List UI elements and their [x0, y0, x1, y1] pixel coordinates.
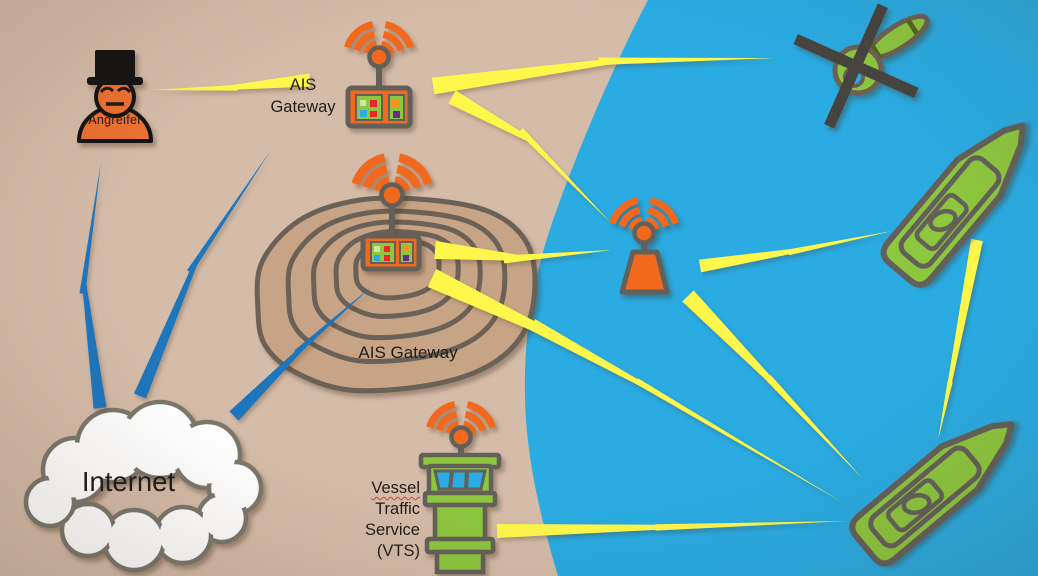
antenna-ball-icon [367, 45, 391, 69]
waves-vts-icon [426, 401, 496, 435]
internet-cloud [23, 399, 264, 573]
buoy-body [619, 249, 670, 295]
link-internet-ais-gateway-rooftop [134, 150, 271, 399]
antenna-ball-icon [379, 182, 405, 208]
gateway-hill-label: AIS Gateway [358, 343, 458, 362]
link-internet-ais-gateway-hill [229, 286, 372, 421]
attacker-label: Angreifer [88, 113, 142, 127]
link-ais-gateway-rooftop-attacker [152, 73, 311, 91]
waves-buoy-icon [609, 197, 679, 231]
link-internet-attacker [79, 162, 107, 409]
antenna-mast [389, 204, 395, 238]
island-contour [311, 219, 483, 341]
antenna-ball-icon [632, 221, 656, 245]
ais-gateway-hill [360, 182, 422, 272]
attacker-eyes [99, 86, 132, 94]
helicopter [793, 3, 930, 129]
link-buoy-ship-south [682, 290, 862, 478]
link-ship-north-ship-south [938, 238, 983, 440]
antenna-mast [641, 241, 647, 254]
vts-label: Vessel Traffic Service (VTS) [364, 479, 420, 560]
antenna-mast [376, 62, 382, 90]
internet-label: Internet [81, 466, 176, 497]
attacker [77, 50, 153, 143]
link-ais-gateway-hill-ship-south [427, 269, 842, 502]
antenna-mast [458, 444, 464, 458]
radio-waves-layer [344, 21, 679, 435]
island-contour [285, 208, 508, 365]
link-ais-gateway-hill-buoy [434, 241, 612, 264]
waves-gateway-hill-icon [351, 153, 433, 193]
waves-gateway-rooftop-icon [344, 21, 414, 55]
link-buoy-ship-north [699, 231, 892, 273]
heli-rotor-icon [793, 3, 919, 129]
sea [524, 0, 1038, 576]
ais-gateway-rooftop [345, 45, 413, 129]
gateway-rooftop-label: AIS Gateway [270, 76, 336, 116]
link-ais-gateway-rooftop-helicopter [431, 57, 775, 95]
vts-tower [418, 425, 502, 575]
top-hat-icon [95, 50, 135, 79]
tower-windows [433, 469, 487, 491]
antenna-ball-icon [449, 425, 473, 449]
buoy [619, 221, 670, 295]
link-ais-gateway-rooftop-buoy [448, 90, 610, 222]
signal-bolts-layer [79, 57, 983, 538]
link-vts-tower-ship-south [496, 521, 847, 538]
